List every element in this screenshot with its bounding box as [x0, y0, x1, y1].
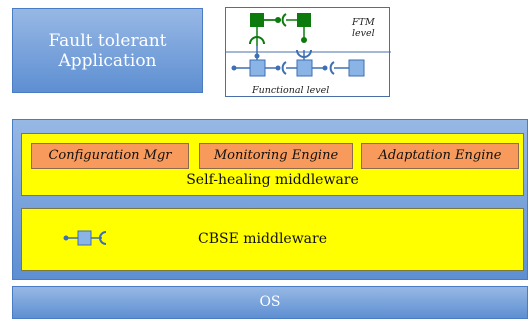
self-healing-middleware-label: Self-healing middleware — [186, 172, 359, 188]
ftm-architecture-diagram: FTM level Functional level — [225, 7, 391, 97]
functional-level-label: Functional level — [252, 85, 330, 96]
app-title-line1: Fault tolerant — [48, 30, 167, 51]
cbse-middleware-layer: CBSE middleware — [21, 208, 524, 271]
func-component-2 — [296, 59, 313, 77]
cbse-middleware-label: CBSE middleware — [198, 231, 328, 247]
self-healing-middleware-layer: Configuration Mgr Monitoring Engine Adap… — [21, 133, 524, 196]
monitoring-engine-module: Monitoring Engine — [199, 143, 353, 169]
ftm-component-1 — [250, 13, 264, 27]
component-icon — [63, 230, 107, 246]
ftm-component-2 — [297, 13, 311, 27]
required-interface-icon — [281, 13, 287, 27]
provided-interface-icon — [275, 17, 281, 23]
fault-tolerant-application-box: Fault tolerant Application — [12, 8, 203, 93]
ftm-label-line2: level — [352, 28, 375, 39]
configuration-manager-module: Configuration Mgr — [31, 143, 189, 169]
ftm-level-label: FTM level — [352, 17, 375, 39]
component-graph — [226, 13, 391, 77]
app-title-line2: Application — [58, 50, 157, 71]
ftm-label-line1: FTM — [352, 17, 375, 28]
adaptation-engine-module: Adaptation Engine — [361, 143, 519, 169]
func-component-3 — [348, 59, 365, 77]
os-layer: OS — [12, 286, 528, 319]
func-component-1 — [249, 59, 266, 77]
